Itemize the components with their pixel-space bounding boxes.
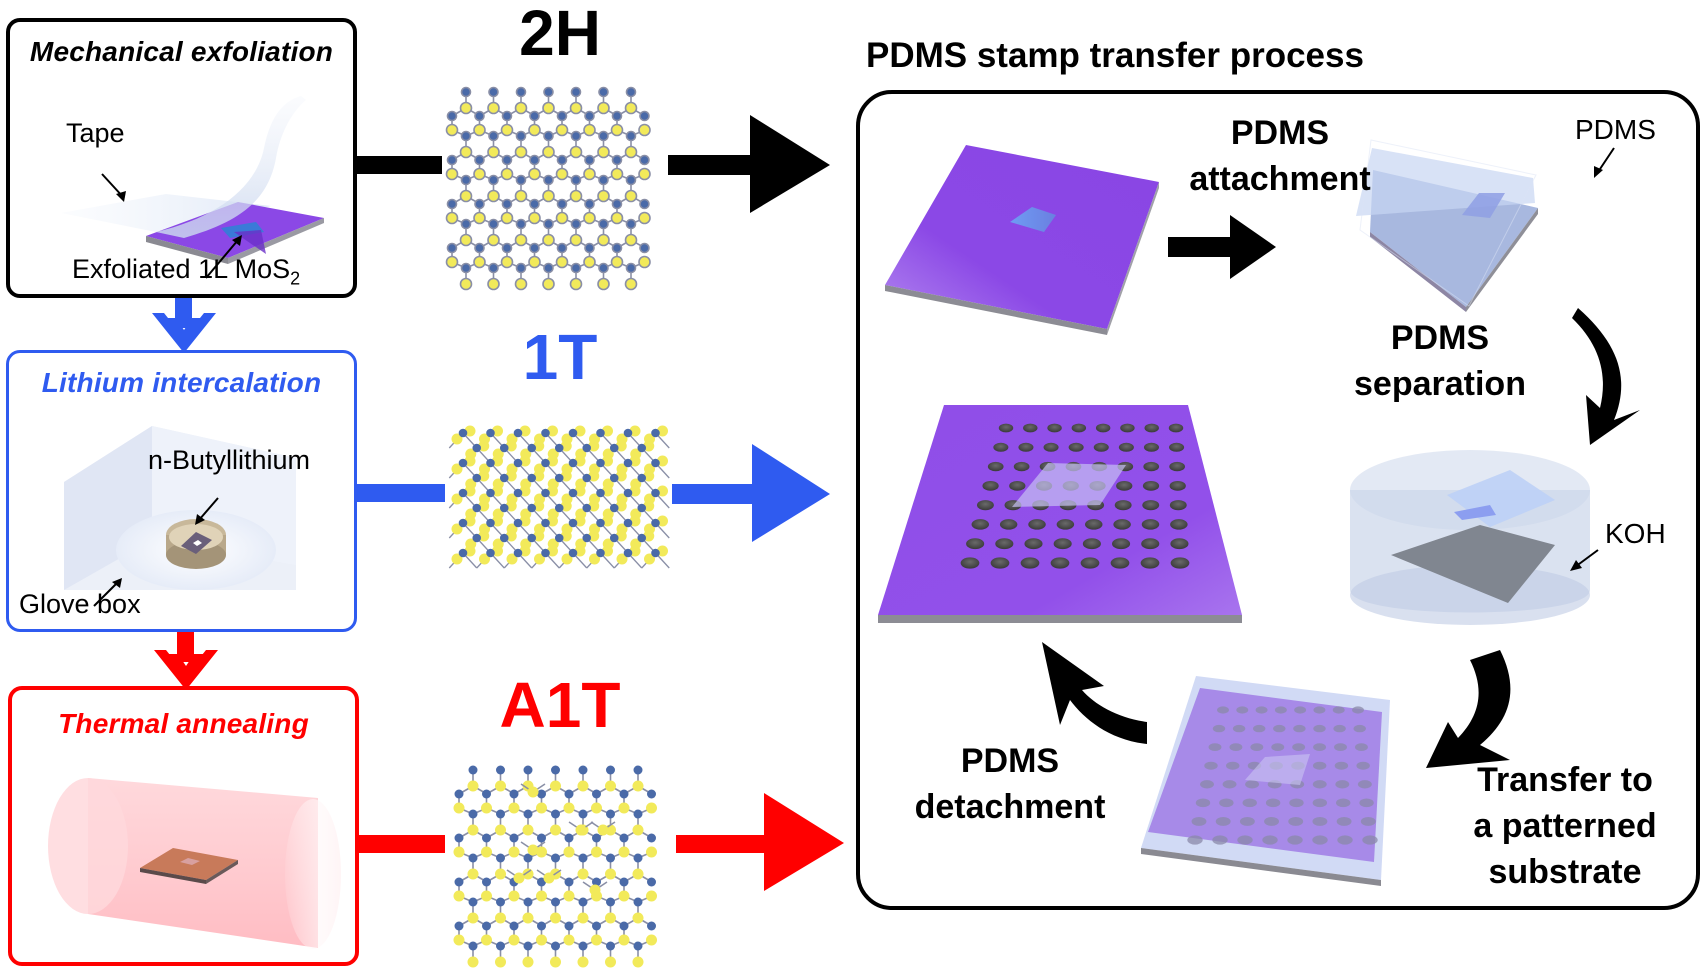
- transfer-line2: a patterned: [1473, 807, 1657, 845]
- curved-arrow-separation: [1572, 308, 1640, 445]
- curved-arrow-detachment: [1042, 642, 1147, 744]
- pdms-separation-line1: PDMS: [1390, 319, 1490, 357]
- step-label-transfer-to-patterned-substrate: Transfer to a patterned substrate: [1445, 757, 1685, 895]
- exfoliated-mos2-label-subscript: 2: [290, 268, 301, 289]
- down-arrow-red-icon: [154, 632, 218, 690]
- pdms-attachment-line1: PDMS: [1230, 114, 1330, 152]
- step-box-lithium-intercalation: Lithium intercalation n-Butyllithium Glo…: [6, 350, 357, 632]
- exfoliated-mos2-label: Exfoliated 1L MoS2: [72, 254, 300, 289]
- connector-line-a1t: [357, 835, 445, 853]
- transfer-line3: substrate: [1488, 853, 1642, 891]
- transfer-process-title: PDMS stamp transfer process: [866, 36, 1364, 75]
- step-box-thermal-annealing: Thermal annealing: [8, 686, 359, 966]
- down-arrow-blue-icon: [152, 298, 216, 353]
- n-butyllithium-label: n-Butyllithium: [148, 445, 311, 475]
- pdms-detachment-line1: PDMS: [960, 742, 1060, 780]
- step-label-pdms-separation: PDMS separation: [1330, 315, 1550, 407]
- phase-label-1t: 1T: [522, 321, 598, 393]
- arrow-right-blue-icon: [672, 444, 830, 542]
- step-title-mechanical-exfoliation: Mechanical exfoliation: [29, 36, 334, 67]
- sample2-frame: [1359, 139, 1537, 307]
- step-box-mechanical-exfoliation: Mechanical exfoliation Tape: [6, 18, 357, 298]
- tape-label: Tape: [66, 118, 125, 148]
- exfoliated-mos2-label-main: Exfoliated 1L MoS: [72, 254, 291, 284]
- lattice-a1t-image: [453, 765, 657, 968]
- patterned-substrate-with-flake: [878, 405, 1242, 623]
- pdms-on-patterned-substrate: [1141, 676, 1390, 886]
- glove-box-label: Glove box: [19, 589, 141, 619]
- phase-label-a1t: A1T: [499, 669, 621, 741]
- koh-annotation-label: KOH: [1605, 518, 1666, 549]
- furnace-tube-illustration: [48, 778, 341, 949]
- pdms-annotation-label: PDMS: [1575, 114, 1656, 145]
- phase-label-2h: 2H: [519, 0, 601, 69]
- connector-line-1t: [355, 484, 445, 502]
- step-title-thermal-annealing: Thermal annealing: [58, 708, 309, 739]
- exfoliation-illustration: [61, 96, 324, 279]
- arrow-attachment: [1168, 215, 1276, 279]
- arrow-right-red-icon: [676, 793, 844, 891]
- glove-box-illustration: [64, 426, 296, 607]
- pdms-detachment-line2: detachment: [914, 788, 1106, 826]
- lattice-1t-image: [448, 425, 670, 569]
- lattice-2h-image: [445, 86, 651, 291]
- curved-arrow-transfer: [1426, 650, 1511, 768]
- connector-line-2h: [357, 156, 442, 174]
- substrate-with-flake: [885, 145, 1159, 335]
- pdms-covered-sample: [1356, 148, 1538, 312]
- transfer-line1: Transfer to: [1477, 761, 1653, 799]
- step-title-lithium-intercalation: Lithium intercalation: [41, 367, 322, 398]
- koh-dish: [1350, 450, 1590, 625]
- step-label-pdms-detachment: PDMS detachment: [895, 738, 1125, 830]
- pdms-separation-line2: separation: [1354, 365, 1526, 403]
- pdms-attachment-line2: attachment: [1189, 160, 1371, 198]
- step-label-pdms-attachment: PDMS attachment: [1170, 110, 1390, 202]
- arrow-right-black-icon: [668, 115, 830, 213]
